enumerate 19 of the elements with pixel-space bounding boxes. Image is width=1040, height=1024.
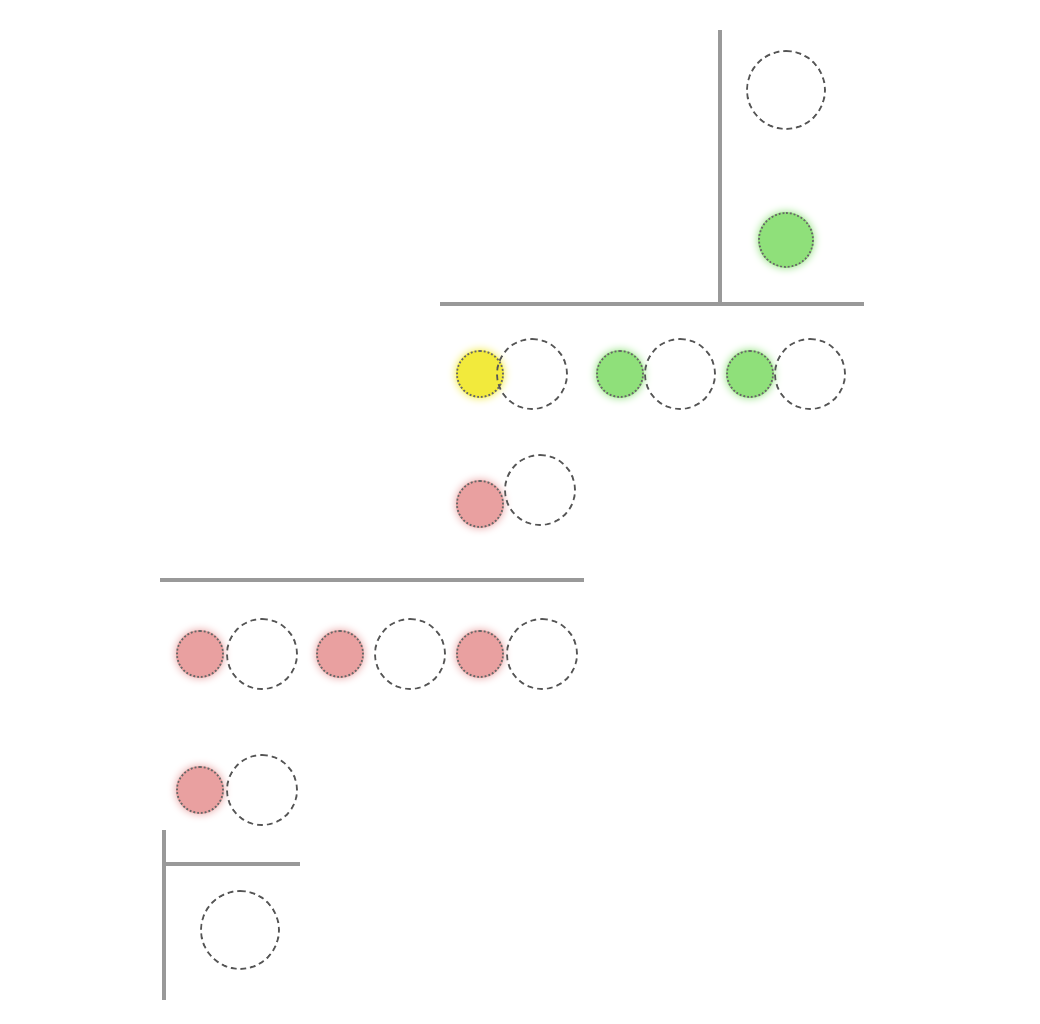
dashed-circle-node bbox=[226, 754, 298, 826]
dashed-circle-node bbox=[746, 50, 826, 130]
circle-node bbox=[758, 212, 814, 268]
circle-node bbox=[176, 630, 224, 678]
dashed-circle-node bbox=[506, 618, 578, 690]
dashed-circle-node bbox=[644, 338, 716, 410]
dashed-circle-node bbox=[226, 618, 298, 690]
circle-node bbox=[456, 630, 504, 678]
dashed-circle-node bbox=[774, 338, 846, 410]
dashed-circle-node bbox=[504, 454, 576, 526]
circle-node bbox=[596, 350, 644, 398]
circle-node bbox=[726, 350, 774, 398]
circle-node bbox=[176, 766, 224, 814]
circle-node bbox=[456, 350, 504, 398]
dashed-circle-node bbox=[496, 338, 568, 410]
circle-node bbox=[456, 480, 504, 528]
dashed-circle-node bbox=[374, 618, 446, 690]
dashed-circle-node bbox=[200, 890, 280, 970]
circle-node bbox=[316, 630, 364, 678]
